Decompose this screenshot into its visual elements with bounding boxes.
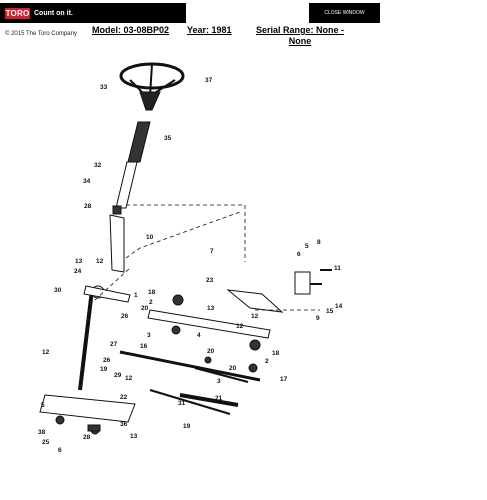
steering-shaft	[115, 161, 138, 209]
callout-4: 4	[197, 332, 201, 339]
callout-27: 27	[110, 341, 118, 348]
callout-32: 32	[94, 162, 102, 169]
callout-6: 6	[297, 251, 301, 258]
callout-38: 38	[38, 429, 46, 436]
front-axle	[147, 309, 271, 339]
callout-30: 30	[54, 287, 62, 294]
callout-23: 23	[206, 277, 214, 284]
callout-37: 37	[205, 77, 213, 84]
toro-logo: TORO	[5, 8, 30, 19]
callout-5: 5	[41, 402, 45, 409]
callout-8: 8	[317, 239, 321, 246]
callout-18: 18	[148, 289, 156, 296]
wheel-hub	[139, 91, 161, 111]
callout-19: 19	[100, 366, 108, 373]
callout-12: 12	[125, 375, 133, 382]
callout-36: 36	[120, 421, 128, 428]
callout-5: 5	[305, 243, 309, 250]
callout-7: 7	[210, 248, 214, 255]
callout-28: 28	[84, 203, 92, 210]
copyright-text: © 2015 The Toro Company	[5, 31, 77, 37]
steering-spring	[127, 121, 151, 163]
callout-12: 12	[42, 349, 50, 356]
callout-16: 16	[140, 343, 148, 350]
callout-12: 12	[96, 258, 104, 265]
callout-19: 19	[183, 423, 191, 430]
callout-14: 14	[335, 303, 343, 310]
callout-34: 34	[83, 178, 91, 185]
mount-plate	[39, 394, 136, 423]
callout-15: 15	[326, 308, 334, 315]
brand-bar: TORO Count on it.	[0, 3, 186, 23]
serial-range-line1: Serial Range: None -	[255, 25, 345, 35]
model-year: Year: 1981	[187, 25, 232, 35]
callout-6: 6	[58, 447, 62, 454]
callout-9: 9	[316, 315, 320, 322]
callout-12: 12	[236, 323, 244, 330]
callout-25: 25	[42, 439, 50, 446]
callout-3: 3	[147, 332, 151, 339]
callout-29: 29	[114, 372, 122, 379]
callout-2: 2	[265, 358, 269, 365]
callout-33: 33	[100, 84, 108, 91]
brand-tagline: Count on it.	[34, 10, 73, 17]
callout-12: 12	[251, 313, 259, 320]
callout-13: 13	[130, 433, 138, 440]
model-number: Model: 03-08BP02	[92, 25, 170, 35]
callout-20: 20	[229, 365, 237, 372]
callout-17: 17	[280, 376, 288, 383]
callout-24: 24	[74, 268, 82, 275]
callout-21: 21	[215, 395, 223, 402]
diagram-artwork	[39, 62, 332, 435]
callout-11: 11	[334, 265, 341, 272]
callout-3: 3	[217, 378, 221, 385]
callout-22: 22	[120, 394, 128, 401]
support-bracket	[109, 214, 125, 273]
callout-35: 35	[164, 135, 172, 142]
callout-10: 10	[146, 234, 154, 241]
callout-1: 1	[134, 292, 138, 299]
callout-28: 28	[83, 434, 91, 441]
callout-26: 26	[103, 357, 111, 364]
serial-range-line2: None	[288, 36, 312, 46]
callout-2: 2	[149, 299, 153, 306]
callout-20: 20	[141, 305, 149, 312]
callout-31: 31	[178, 400, 186, 407]
callout-26: 26	[121, 313, 129, 320]
callout-13: 13	[207, 305, 215, 312]
serial-range: Serial Range: None - None	[250, 25, 350, 47]
callout-20: 20	[207, 348, 215, 355]
callout-18: 18	[272, 350, 280, 357]
close-window-button[interactable]: CLOSE WINDOW	[309, 3, 380, 23]
callout-13: 13	[75, 258, 83, 265]
